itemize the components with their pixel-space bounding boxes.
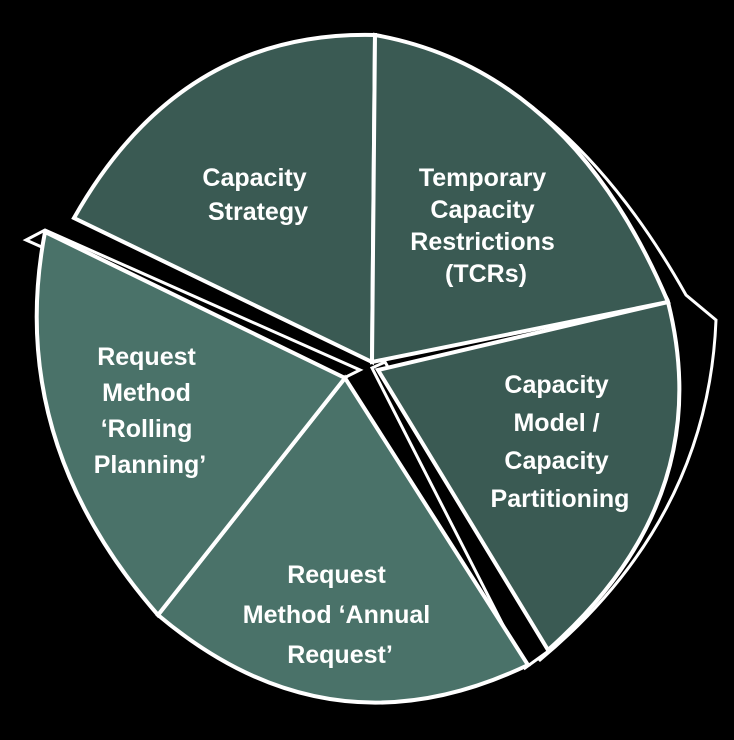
label-request-method-rolling: Request Method ‘Rolling Planning’ [94, 343, 207, 479]
segment-capacity-model [374, 299, 682, 654]
label-request-method-annual: Request Method ‘Annual Request’ [243, 561, 437, 669]
segment-capacity-strategy [71, 32, 378, 366]
segment-request-method-annual [155, 374, 531, 705]
label-temporary-capacity-restrictions: Temporary Capacity Restrictions (TCRs) [410, 164, 561, 288]
label-capacity-strategy: Capacity Strategy [202, 164, 313, 226]
label-capacity-model: Capacity Model / Capacity Partitioning [491, 371, 630, 513]
segment-temporary-capacity-restrictions [369, 32, 671, 365]
segment-request-method-rolling [34, 229, 349, 619]
